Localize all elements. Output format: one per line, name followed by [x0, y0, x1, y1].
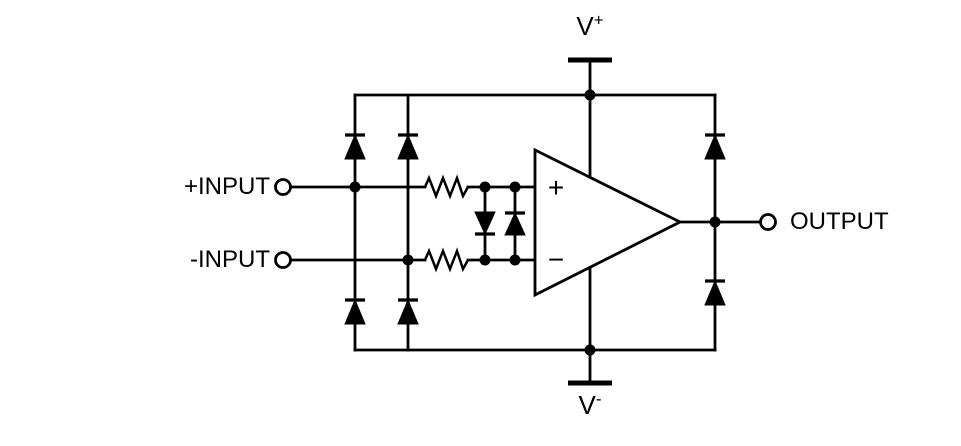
- junction-diff-right-top: [509, 181, 521, 193]
- junction-diff-left-bottom: [479, 254, 491, 266]
- diode-vminus-to-minus-input: [397, 298, 419, 325]
- diode-plus-input-to-vplus: [344, 133, 366, 160]
- diode-differential-left-down: [474, 211, 496, 236]
- resistor-input-plus: [423, 174, 470, 200]
- junction-vminus-rail: [584, 344, 596, 356]
- supply-negative-base: V: [578, 390, 596, 420]
- junction-plus-input-clamp: [349, 181, 361, 193]
- opamp-triangle: [533, 147, 684, 298]
- opamp-inverting-sign: −: [548, 244, 564, 275]
- diode-minus-input-to-vplus: [397, 133, 419, 160]
- terminal-input-minus: [274, 251, 292, 269]
- terminal-input-plus: [274, 178, 292, 196]
- diode-vminus-to-output: [704, 279, 726, 306]
- terminal-output: [759, 213, 777, 231]
- input-minus-label: -INPUT: [190, 246, 270, 273]
- junction-minus-input-clamp: [402, 254, 414, 266]
- junction-vplus-rail: [584, 89, 596, 101]
- supply-positive-base: V: [576, 11, 594, 41]
- junction-diff-right-bottom: [509, 254, 521, 266]
- supply-positive-label: V+: [558, 10, 622, 41]
- opamp-noninverting-sign: +: [548, 172, 564, 203]
- junction-output-clamp: [709, 216, 721, 228]
- input-plus-label: +INPUT: [183, 173, 270, 200]
- diode-differential-right-up: [504, 211, 526, 236]
- diode-vminus-to-plus-input: [344, 298, 366, 325]
- diode-output-to-vplus: [704, 133, 726, 160]
- supply-negative-sign: -: [595, 389, 602, 409]
- resistor-input-minus: [423, 247, 470, 273]
- output-label: OUTPUT: [790, 208, 889, 235]
- supply-positive-sign: +: [593, 10, 604, 30]
- supply-negative-label: V-: [558, 389, 622, 420]
- junction-diff-left-top: [479, 181, 491, 193]
